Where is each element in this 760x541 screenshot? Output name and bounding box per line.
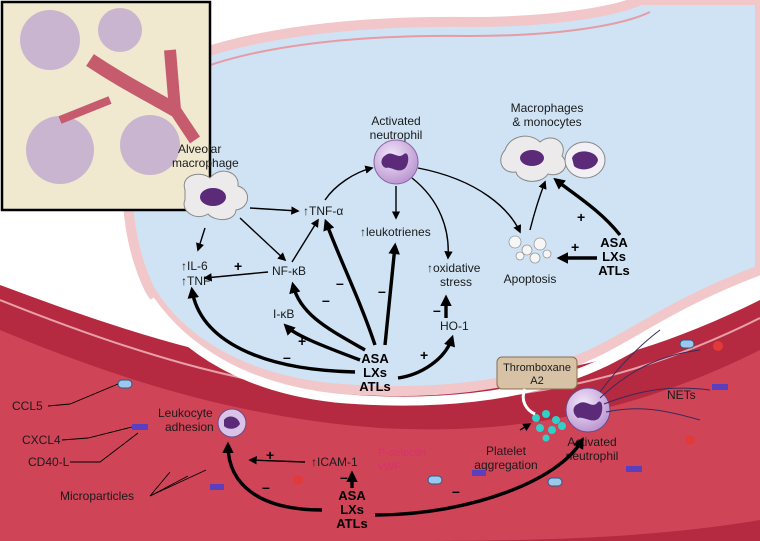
icam1-label: ↑ICAM-1 xyxy=(311,455,358,469)
minus-sign-2: – xyxy=(322,292,330,308)
oxidative-stress-label-1: ↑oxidative xyxy=(427,261,481,275)
legend-cd40l: CD40-L xyxy=(28,455,70,469)
leukocyte-label-1: Leukocyte xyxy=(158,406,213,420)
plus-sign-ikb: + xyxy=(298,333,306,349)
ho1-label: HO-1 xyxy=(440,319,469,333)
drug-bottom-lxs: LXs xyxy=(340,502,364,517)
legend-microparticles: Microparticles xyxy=(60,489,134,503)
nfkb-label: NF-κB xyxy=(272,264,306,278)
drug-right-atls: ATLs xyxy=(598,263,630,278)
plus-sign-apoptosis: + xyxy=(571,239,579,255)
nets-strands xyxy=(599,329,711,421)
activated-neutrophil-top-label-2: neutrophil xyxy=(370,128,423,142)
ikb-label: I-κB xyxy=(273,307,294,321)
thromboxane-callout xyxy=(496,356,578,416)
alveolus-membrane-inner xyxy=(159,11,651,91)
drug-center-asa: ASA xyxy=(361,351,389,366)
neutrophil-bottom-label-2: neutrophil xyxy=(566,449,619,463)
drug-right-asa: ASA xyxy=(600,235,628,250)
thick-arrows-vessel xyxy=(222,423,584,517)
minus-sign-4: – xyxy=(378,283,386,299)
apoptotic-bodies xyxy=(508,235,552,264)
leukocyte-cell xyxy=(217,408,247,438)
drug-center-atls: ATLs xyxy=(359,379,391,394)
drug-right-lxs: LXs xyxy=(602,249,626,264)
minus-sign-1: – xyxy=(283,349,291,365)
plus-sign-nfkb-il6: + xyxy=(234,258,242,274)
vwf-label: vWF xyxy=(378,461,401,473)
plus-sign-icam: + xyxy=(266,447,274,463)
alveolus xyxy=(122,0,760,397)
alveolus-basement xyxy=(146,277,760,406)
leukocyte-label-2: adhesion xyxy=(165,420,214,434)
platelet-label-1: Platelet xyxy=(486,444,527,458)
macrophage-monocyte-cells xyxy=(500,135,606,182)
lung-inset xyxy=(0,0,212,212)
minus-sign-leukocyte: – xyxy=(262,479,270,495)
drug-center-lxs: LXs xyxy=(363,365,387,380)
oxidative-stress-label-2: stress xyxy=(440,275,472,289)
macrophages-label-2: & monocytes xyxy=(512,115,581,129)
plus-sign-ho1: + xyxy=(420,347,428,363)
platelet-label-2: aggregation xyxy=(474,458,537,472)
legend-ccl5: CCL5 xyxy=(12,399,43,413)
legend-leaders xyxy=(47,383,207,497)
drug-bottom-atls: ATLs xyxy=(336,516,368,531)
tnf-label: ↑TNF xyxy=(181,274,210,288)
activated-neutrophil-bottom-cell xyxy=(565,387,611,433)
alveolar-macrophage-label-1: Alveolar xyxy=(178,142,221,156)
neutrophil-bottom-label-1: Activated xyxy=(567,435,616,449)
il6-label: ↑IL-6 xyxy=(181,259,208,273)
activated-neutrophil-top-label-1: Activated xyxy=(371,114,420,128)
legend-cxcl4: CXCL4 xyxy=(22,433,61,447)
alveolar-macrophage-label-2: macrophage xyxy=(172,156,239,170)
activated-neutrophil-top-cell xyxy=(373,139,419,185)
minus-sign-3: – xyxy=(336,275,344,291)
microparticle-markers xyxy=(117,339,728,490)
minus-sign-icam: – xyxy=(340,469,348,485)
apoptosis-label: Apoptosis xyxy=(504,272,557,286)
thin-arrows xyxy=(196,165,547,282)
platelet-cluster xyxy=(532,410,566,442)
alveolar-macrophage-cell xyxy=(183,170,248,220)
thromboxane-label-2: A2 xyxy=(530,375,543,387)
minus-sign-neutrophil: – xyxy=(452,483,460,499)
macrophages-label-1: Macrophages xyxy=(511,101,584,115)
plus-sign-macrophages: + xyxy=(577,209,585,225)
tnfa-label: ↑TNF-α xyxy=(303,204,343,218)
p-selectin-label: P-selectin xyxy=(378,447,426,459)
drug-bottom-asa: ASA xyxy=(338,488,366,503)
vessel-lumen xyxy=(0,330,760,541)
nets-label: NETs xyxy=(667,388,696,402)
thick-arrows-alveolus xyxy=(187,177,622,380)
thromboxane-label-1: Thromboxane xyxy=(503,362,571,374)
minus-sign-ho1: – xyxy=(433,302,441,318)
leukotrienes-label: ↑leukotrienes xyxy=(360,225,431,239)
